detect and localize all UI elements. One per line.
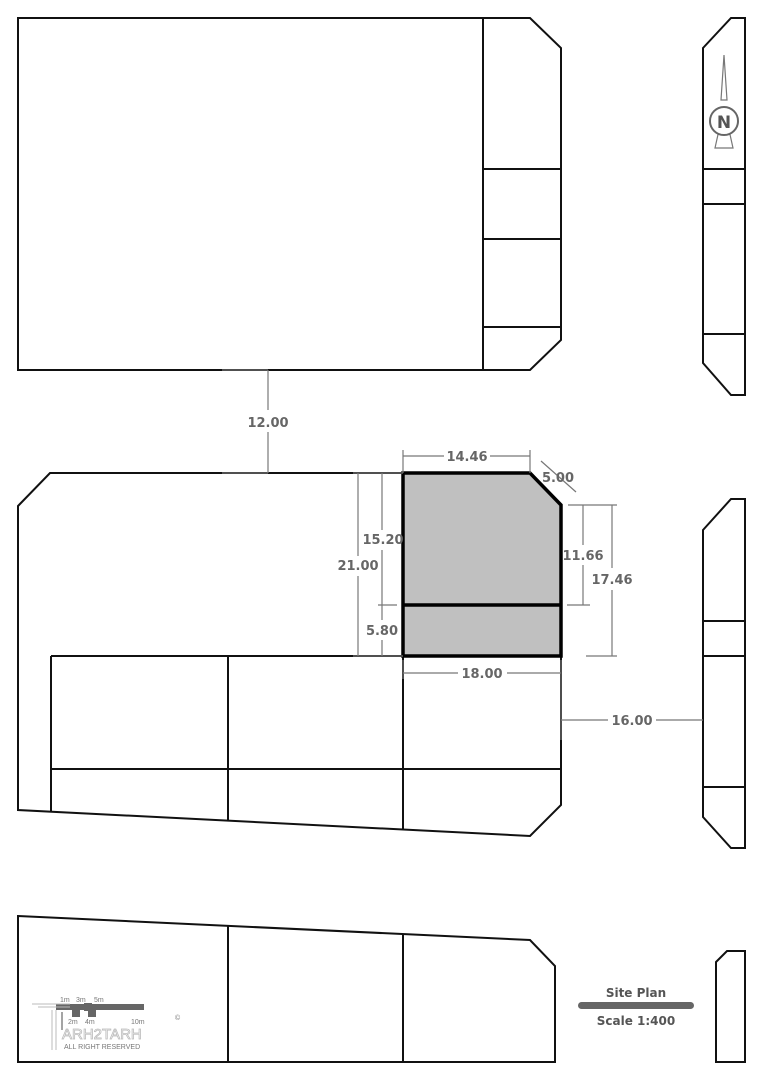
title-block: Site Plan Scale 1:400	[578, 986, 694, 1028]
dim-road-north: 12.00	[247, 416, 288, 431]
svg-text:3m: 3m	[76, 997, 86, 1004]
north-label: N	[717, 113, 731, 133]
strip-middle-east	[702, 498, 746, 849]
highlighted-lot	[401, 471, 563, 658]
dim-lot-lower-depth: 5.80	[366, 624, 398, 639]
svg-text:4m: 4m	[85, 1019, 95, 1026]
dim-lot-upper-depth: 15.20	[362, 533, 403, 548]
svg-text:©: ©	[175, 1014, 181, 1022]
svg-text:10m: 10m	[131, 1019, 145, 1026]
logo-name: ARH2TARH	[62, 1026, 142, 1043]
logo-rights: ALL RIGHT RESERVED	[64, 1044, 140, 1051]
strip-south-east	[715, 950, 746, 1063]
logo-scale-bar: 1m 3m 5m 2m 4m 10m ARH2TARH © ALL RIGHT …	[32, 997, 181, 1051]
dim-lot-top: 14.46	[446, 450, 487, 465]
dim-lot-width: 18.00	[461, 667, 502, 682]
dimension-labels: 12.00 14.46 5.00 15.20 21.00 5.80 11.66 …	[247, 416, 652, 729]
dim-lot-total-depth: 21.00	[337, 559, 378, 574]
plan-scale: Scale 1:400	[597, 1014, 675, 1028]
dim-lot-right-total: 17.46	[591, 573, 632, 588]
dim-road-east: 16.00	[611, 714, 652, 729]
svg-text:1m: 1m	[60, 997, 70, 1004]
svg-text:2m: 2m	[68, 1019, 78, 1026]
plan-title: Site Plan	[606, 986, 666, 1000]
title-bar	[578, 1002, 694, 1009]
dimension-lines	[222, 369, 703, 740]
dim-lot-chamfer: 5.00	[542, 471, 574, 486]
svg-text:5m: 5m	[94, 997, 104, 1004]
block-south	[17, 914, 556, 1063]
dim-lot-right-upper: 11.66	[562, 549, 603, 564]
strip-north-east	[702, 17, 746, 396]
block-north	[17, 17, 562, 371]
north-arrow-icon: N	[709, 54, 739, 149]
